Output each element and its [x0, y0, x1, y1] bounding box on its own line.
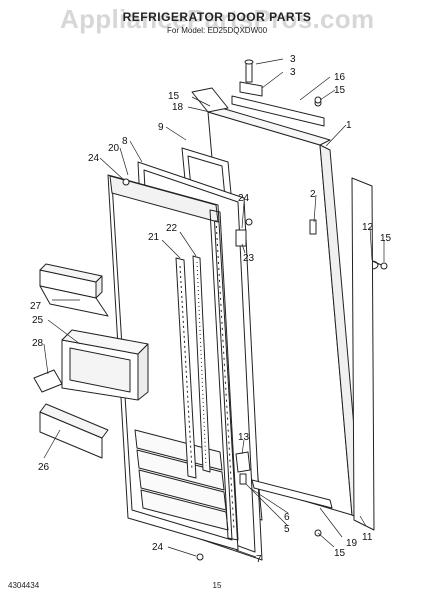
callout-24-mid: 24: [238, 193, 250, 204]
callout-16: 16: [334, 72, 346, 83]
callout-12: 12: [362, 222, 374, 233]
callout-labels: 3 3 16 15 15 18 1 9 8 20 24 2 24 12 15 2…: [30, 54, 392, 565]
side-handle-strip: [351, 177, 375, 531]
callout-24-left: 24: [88, 153, 100, 164]
top-hinge: [239, 59, 263, 97]
callout-15-top-right: 15: [334, 85, 346, 96]
callout-3: 3: [290, 67, 296, 78]
callout-24-bottom: 24: [152, 542, 164, 553]
callout-9: 9: [158, 122, 164, 133]
callout-22: 22: [166, 223, 178, 234]
door-trim-strip: [175, 255, 211, 479]
callout-25: 25: [32, 315, 44, 326]
liner-shelf-slats: [134, 429, 229, 531]
callout-21: 21: [148, 232, 160, 243]
bottom-channel: [251, 479, 333, 509]
callout-23: 23: [243, 253, 255, 264]
handle-bracket: [235, 218, 253, 247]
callout-19: 19: [346, 538, 358, 549]
callout-18: 18: [172, 102, 184, 113]
callout-6: 6: [284, 512, 290, 523]
callout-1: 1: [346, 120, 352, 131]
callout-15-bottom: 15: [334, 548, 346, 559]
callout-27: 27: [30, 301, 42, 312]
footer-part-code: 4304434: [8, 581, 40, 590]
side-bracket: [309, 219, 317, 235]
dispenser-cover: [39, 403, 109, 459]
diagram-subtitle: For Model: ED25DQXDW00: [166, 26, 268, 35]
callout-26: 26: [38, 462, 50, 473]
callout-11: 11: [362, 532, 373, 543]
dispenser-housing: [61, 329, 149, 401]
callout-20: 20: [108, 143, 120, 154]
leader-lines: [43, 58, 385, 558]
callout-5-top: 3: [290, 54, 296, 65]
callout-28: 28: [32, 338, 44, 349]
callout-8: 8: [122, 136, 128, 147]
callout-15-right: 15: [380, 233, 392, 244]
callout-13: 13: [238, 432, 250, 443]
callout-7: 7: [256, 554, 262, 565]
callout-5-bottom: 5: [284, 524, 290, 535]
top-spacer: [191, 87, 229, 113]
callout-15-top-left: 15: [168, 91, 180, 102]
drip-tray: [33, 369, 63, 393]
callout-2: 2: [310, 189, 316, 200]
door-bin-upper: [39, 263, 109, 317]
screw: [122, 96, 388, 561]
footer-page-number: 15: [212, 581, 222, 590]
watermark: AppliancePartsPros.com: [60, 4, 375, 34]
door-stop: [235, 451, 251, 485]
diagram-title: REFRIGERATOR DOOR PARTS: [122, 10, 312, 24]
